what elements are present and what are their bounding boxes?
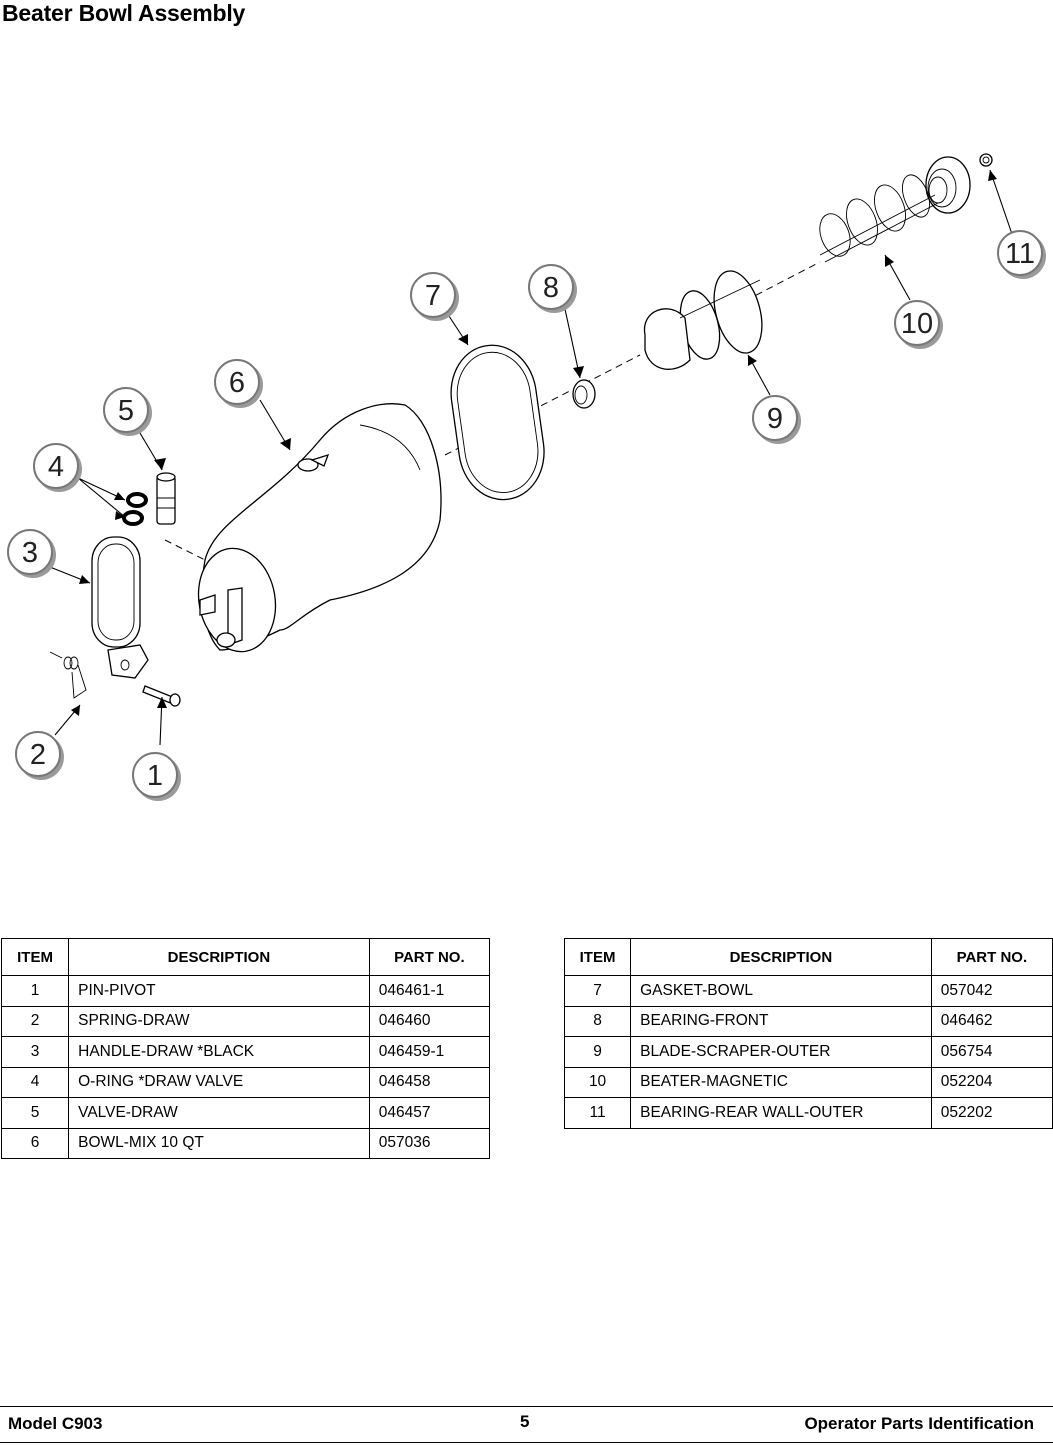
item-cell: 1 — [0, 975, 70, 1007]
item-column-header: ITEM — [563, 938, 632, 976]
callout-4: 4 — [33, 443, 82, 492]
footer-rule-bottom — [0, 1442, 1053, 1443]
part-no-cell: 052202 — [930, 1097, 1053, 1129]
scraper-blade-part — [643, 270, 763, 370]
item-cell: 6 — [0, 1127, 70, 1159]
part-no-cell: 046461-1 — [368, 975, 491, 1007]
table-header-row: ITEM DESCRIPTION PART NO. — [0, 938, 491, 976]
part-no-cell: 046457 — [368, 1097, 491, 1129]
description-cell: BLADE-SCRAPER-OUTER — [630, 1036, 932, 1068]
description-cell: BEARING-FRONT — [630, 1005, 932, 1037]
description-cell: BOWL-MIX 10 QT — [68, 1127, 370, 1159]
svg-text:1: 1 — [147, 760, 163, 792]
item-cell: 3 — [0, 1036, 70, 1068]
page-title: Beater Bowl Assembly — [2, 0, 246, 26]
bowl-gasket-part — [450, 344, 545, 501]
callout-7: 7 — [410, 272, 459, 321]
callout-3: 3 — [7, 529, 56, 578]
callout-11: 11 — [997, 230, 1046, 279]
item-cell: 11 — [563, 1097, 632, 1129]
svg-text:9: 9 — [767, 403, 783, 435]
part-no-cell: 057036 — [368, 1127, 491, 1159]
description-column-header: DESCRIPTION — [630, 938, 932, 976]
draw-valve-part — [156, 472, 176, 525]
svg-text:5: 5 — [118, 395, 134, 427]
part-no-cell: 057042 — [930, 975, 1053, 1007]
part-no-cell: 046458 — [368, 1066, 491, 1098]
description-cell: O-RING *DRAW VALVE — [68, 1066, 370, 1098]
description-cell: PIN-PIVOT — [68, 975, 370, 1007]
rear-bearing-part — [979, 153, 993, 167]
callout-1: 1 — [132, 752, 181, 801]
footer-section: Operator Parts Identification — [804, 1414, 1034, 1433]
description-column-header: DESCRIPTION — [68, 938, 370, 976]
svg-text:2: 2 — [30, 739, 46, 771]
callout-9: 9 — [752, 395, 801, 444]
pivot-pin-part — [142, 685, 181, 707]
draw-handle-part — [91, 536, 149, 679]
svg-text:8: 8 — [543, 272, 559, 304]
item-cell: 5 — [0, 1097, 70, 1129]
svg-text:7: 7 — [425, 280, 441, 312]
part-no-column-header: PART NO. — [930, 938, 1053, 976]
footer-model: Model C903 — [8, 1414, 103, 1433]
part-no-cell: 046460 — [368, 1005, 491, 1037]
footer-rule-top — [0, 1406, 1053, 1407]
part-no-cell: 046462 — [930, 1005, 1053, 1037]
item-column-header: ITEM — [0, 938, 70, 976]
part-no-cell: 046459-1 — [368, 1036, 491, 1068]
description-cell: GASKET-BOWL — [630, 975, 932, 1007]
item-cell: 9 — [563, 1036, 632, 1068]
callout-5: 5 — [103, 387, 152, 436]
part-no-cell: 052204 — [930, 1066, 1053, 1098]
item-cell: 2 — [0, 1005, 70, 1037]
callout-10: 10 — [894, 300, 943, 349]
svg-text:10: 10 — [901, 308, 933, 340]
part-no-column-header: PART NO. — [368, 938, 491, 976]
item-cell: 8 — [563, 1005, 632, 1037]
svg-text:11: 11 — [1005, 238, 1035, 270]
callout-8: 8 — [528, 264, 577, 313]
part-no-cell: 056754 — [930, 1036, 1053, 1068]
footer-page-number: 5 — [520, 1412, 530, 1431]
description-cell: BEATER-MAGNETIC — [630, 1066, 932, 1098]
magnetic-beater-part — [819, 156, 971, 263]
description-cell: VALVE-DRAW — [68, 1097, 370, 1129]
o-rings-part — [122, 492, 148, 526]
svg-text:6: 6 — [229, 367, 245, 399]
callout-2: 2 — [15, 731, 64, 780]
item-cell: 10 — [563, 1066, 632, 1098]
item-cell: 4 — [0, 1066, 70, 1098]
draw-spring-part — [49, 651, 87, 699]
description-cell: SPRING-DRAW — [68, 1005, 370, 1037]
svg-text:3: 3 — [22, 537, 38, 569]
mix-bowl-part — [197, 403, 442, 653]
assembly-axis — [164, 539, 206, 561]
table-header-row: ITEM DESCRIPTION PART NO. — [563, 938, 1053, 976]
front-bearing-part — [572, 379, 596, 409]
item-cell: 7 — [563, 975, 632, 1007]
exploded-parts-diagram: 1 2 3 4 5 6 7 8 9 10 — [7, 153, 1046, 801]
description-cell: BEARING-REAR WALL-OUTER — [630, 1097, 932, 1129]
callout-6: 6 — [214, 359, 263, 408]
description-cell: HANDLE-DRAW *BLACK — [68, 1036, 370, 1068]
svg-text:4: 4 — [48, 451, 64, 483]
